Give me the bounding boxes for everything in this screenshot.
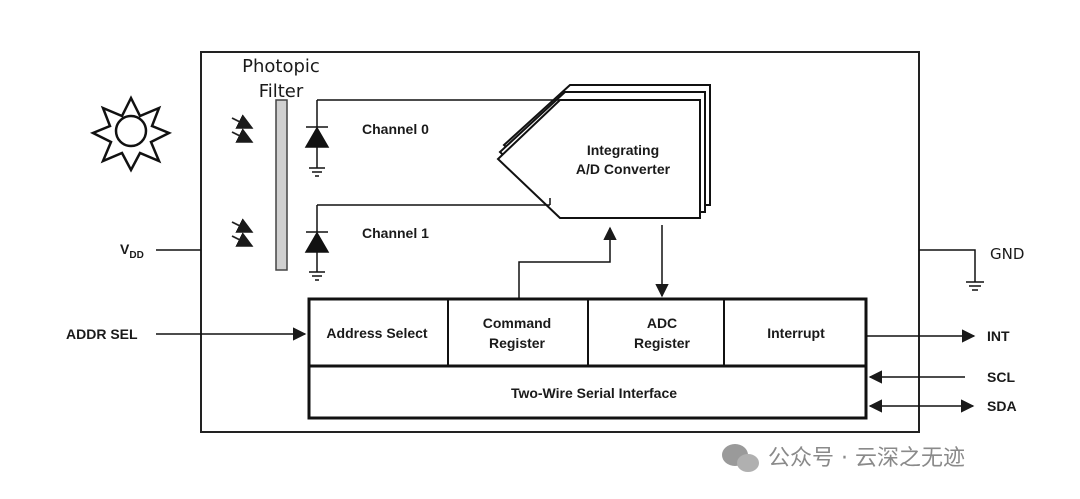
int-label: INT (987, 328, 1010, 344)
register-block (307, 297, 868, 420)
watermark-text: 公众号 · 云深之无迹 (768, 446, 965, 471)
light-rays-icon (231, 218, 254, 247)
command-to-adc-arrow (518, 226, 617, 299)
gnd-label: GND (990, 245, 1024, 263)
address-select-label: Address Select (326, 325, 427, 341)
filter-label: Filter (259, 81, 304, 102)
channel1-label: Channel 1 (362, 225, 429, 241)
adc-label: Integrating (587, 142, 659, 158)
vdd-label: VDD (120, 241, 144, 261)
adc-label: A/D Converter (576, 161, 671, 177)
command-register-label: Command (483, 315, 551, 331)
channel0-label: Channel 0 (362, 121, 429, 137)
scl-label: SCL (987, 369, 1015, 385)
wechat-icon (722, 444, 759, 472)
interrupt-label: Interrupt (767, 325, 825, 341)
chip-outline (200, 51, 920, 433)
adc-register-label: ADC (647, 315, 677, 331)
photopic-filter (275, 99, 288, 271)
sda-label: SDA (987, 398, 1017, 414)
filter-label: Photopic (242, 56, 320, 77)
addr-sel-label: ADDR SEL (66, 326, 138, 342)
photodiode-channel0 (304, 99, 563, 177)
sun-icon (89, 95, 173, 173)
adc-register-label: Register (634, 335, 691, 351)
serial-interface-label: Two-Wire Serial Interface (511, 385, 677, 401)
photodiode-channel1 (304, 198, 551, 281)
adc-block (496, 84, 711, 219)
light-rays-icon (231, 114, 254, 143)
command-register-label: Register (489, 335, 546, 351)
gnd-symbol (919, 249, 984, 291)
